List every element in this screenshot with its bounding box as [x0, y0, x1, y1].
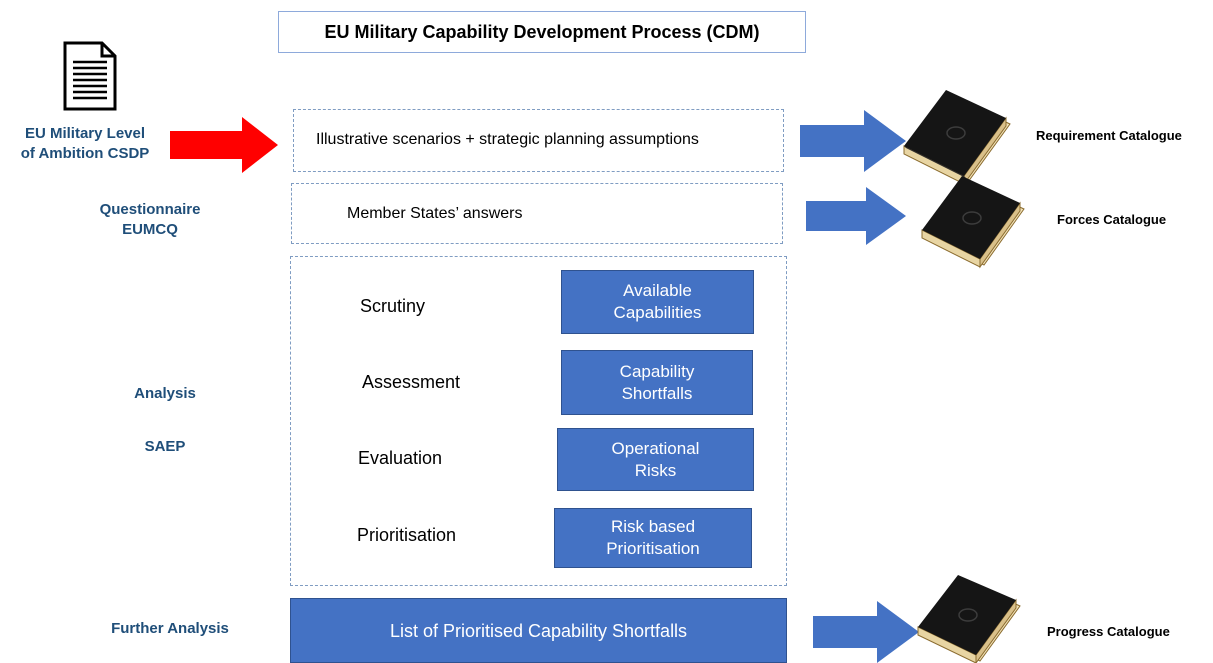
forces-catalogue-label: Forces Catalogue [1057, 212, 1167, 227]
requirement-catalogue-label: Requirement Catalogue [1036, 128, 1182, 143]
operational-risks-box: Operational Risks [557, 428, 754, 491]
questionnaire-label-line1: Questionnaire [99, 201, 201, 218]
scenarios-box: Illustrative scenarios + strategic plann… [293, 109, 784, 172]
prioritised-shortfalls-box: List of Prioritised Capability Shortfall… [290, 598, 787, 663]
saep-label: SAEP [144, 438, 186, 455]
ambition-label-line1: EU Military Level [24, 125, 146, 142]
ambition-label-line2: of Ambition CSDP [20, 145, 150, 162]
analysis-container [290, 256, 787, 586]
risk-based-prioritisation-line2: Prioritisation [606, 539, 700, 558]
red-arrow [170, 117, 280, 173]
risk-based-prioritisation-line1: Risk based [610, 517, 696, 536]
stage-label-evaluation: Evaluation [358, 448, 443, 468]
prioritised-shortfalls-text: List of Prioritised Capability Shortfall… [389, 620, 688, 641]
risk-based-prioritisation-box: Risk based Prioritisation [554, 508, 752, 568]
operational-risks-line1: Operational [611, 438, 700, 458]
progress-catalogue-label: Progress Catalogue [1047, 624, 1170, 639]
available-capabilities-line2: Capabilities [613, 303, 702, 322]
stage-label-prioritisation: Prioritisation [357, 525, 457, 545]
available-capabilities-box: Available Capabilities [561, 270, 754, 334]
stage-label-scrutiny: Scrutiny [360, 296, 426, 316]
answers-box: Member States’ answers [291, 183, 783, 244]
diagram-title: EU Military Capability Development Proce… [278, 11, 806, 53]
questionnaire-label: Questionnaire EUMCQ [85, 200, 215, 240]
blue-arrow-progress [813, 601, 923, 663]
scenarios-text: Illustrative scenarios + strategic plann… [316, 131, 699, 148]
questionnaire-label-line2: EUMCQ [122, 221, 178, 238]
book-icon [916, 575, 1028, 663]
answers-text: Member States’ answers [347, 205, 523, 222]
capability-shortfalls-line2: Shortfalls [621, 383, 693, 403]
book-icon [920, 176, 1032, 269]
capability-shortfalls-line1: Capability [619, 361, 695, 381]
stage-label-assessment: Assessment [362, 372, 461, 392]
available-capabilities-line1: Available [623, 281, 692, 300]
further-analysis-label: Further Analysis [111, 620, 229, 637]
analysis-label: Analysis [134, 385, 196, 402]
blue-arrow-forces [806, 187, 916, 245]
ambition-label: EU Military Level of Ambition CSDP [0, 124, 170, 164]
blue-arrow-requirement [800, 110, 910, 172]
document-icon [62, 40, 118, 112]
operational-risks-line2: Risks [634, 460, 677, 480]
capability-shortfalls-box: Capability Shortfalls [561, 350, 753, 415]
book-icon [902, 90, 1017, 186]
